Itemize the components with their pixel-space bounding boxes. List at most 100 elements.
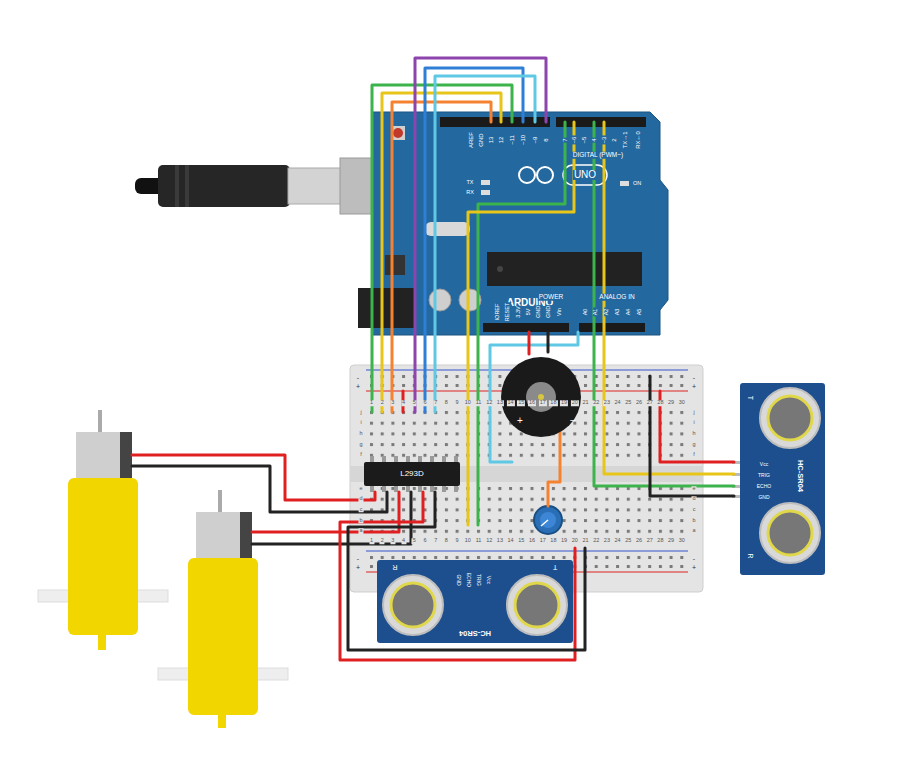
column-number: 3 (390, 538, 395, 544)
column-number: 5 (412, 538, 417, 544)
transducer-mesh (768, 396, 812, 440)
wire (548, 430, 560, 506)
wire (382, 93, 501, 412)
pin-label: AREF (468, 131, 474, 149)
led-label: ON (632, 181, 642, 187)
column-number: 23 (603, 538, 611, 544)
pin-label: Vcc (759, 462, 769, 467)
transducer (383, 575, 443, 635)
pin-label: TRIG (476, 573, 481, 587)
pin-label: ECHO (466, 572, 471, 588)
column-number: 15 (517, 538, 525, 544)
column-number: 10 (464, 538, 472, 544)
pin-label: Vcc (486, 575, 491, 585)
rail-sign: + (355, 383, 361, 390)
row-letter: g (691, 442, 696, 448)
shape-outline (501, 357, 581, 437)
column-number: 15 (517, 400, 525, 406)
pin-label: ~3 (601, 136, 607, 145)
polarity-mark: + (516, 416, 524, 426)
column-number: 13 (496, 538, 504, 544)
transducer-mark: T (747, 395, 754, 401)
column-number: 14 (507, 538, 515, 544)
shape-outline (740, 383, 825, 575)
polarity-mark: − (569, 416, 577, 426)
column-number: 3 (390, 400, 395, 406)
pin-label: A0 (583, 308, 589, 317)
board-model: UNO (573, 170, 597, 180)
row-letter: h (691, 431, 696, 437)
column-number: 29 (667, 538, 675, 544)
row-letter: d (691, 496, 696, 502)
column-number: 30 (678, 538, 686, 544)
piezo-buzzer: +− (501, 357, 581, 437)
pin-label: 3.3V (516, 305, 522, 318)
row-letter: h (358, 431, 363, 437)
column-number: 1 (369, 538, 374, 544)
column-number: 28 (656, 400, 664, 406)
rail-sign: + (355, 564, 361, 571)
transducer (760, 388, 820, 448)
pin-label: A3 (615, 308, 621, 317)
column-number: 10 (464, 400, 472, 406)
wire (547, 332, 550, 352)
pin-label: GND (536, 305, 542, 319)
column-number: 26 (635, 538, 643, 544)
dc-motor (38, 410, 168, 650)
row-letter: i (359, 420, 362, 426)
pin-label: 12 (498, 136, 504, 145)
transducer-mark: R (747, 552, 754, 559)
sensor-name: HC-SR04 (796, 459, 804, 493)
rail-sign: + (691, 383, 697, 390)
transducer-mesh (391, 583, 435, 627)
column-number: 13 (496, 400, 504, 406)
row-letter: e (691, 486, 696, 492)
column-number: 16 (528, 400, 536, 406)
column-number: 24 (614, 538, 622, 544)
row-letter: c (692, 507, 697, 513)
row-letter: f (359, 453, 363, 459)
transducer-mesh (768, 511, 812, 555)
header-title: DIGITAL (PWM~) (572, 152, 624, 159)
column-number: 1 (369, 400, 374, 406)
column-number: 9 (455, 538, 460, 544)
pin-label: ~6 (571, 136, 577, 145)
pin-label: ~5 (581, 136, 587, 145)
header-title: ANALOG IN (598, 294, 635, 301)
pin-label: A4 (626, 308, 632, 317)
transducer-mark: R (391, 564, 398, 571)
wire (660, 391, 734, 462)
row-letter: g (358, 442, 363, 448)
column-number: 25 (624, 400, 632, 406)
column-number: 12 (485, 400, 493, 406)
row-letter: d (358, 496, 363, 502)
column-number: 18 (549, 400, 557, 406)
column-number: 5 (412, 400, 417, 406)
column-number: 27 (646, 538, 654, 544)
column-number: 19 (560, 400, 568, 406)
column-number: 14 (507, 400, 515, 406)
column-number: 17 (539, 400, 547, 406)
transducer-mark: T (552, 564, 558, 571)
row-letter: c (359, 507, 364, 513)
wire (478, 122, 565, 525)
wire (132, 466, 387, 512)
buzzer-center (538, 394, 544, 400)
pin-label: 13 (488, 136, 494, 145)
potentiometer (534, 506, 562, 534)
column-number: 25 (624, 538, 632, 544)
row-letter: a (358, 529, 363, 535)
wire (340, 492, 575, 660)
wire (468, 122, 574, 525)
column-number: 28 (656, 538, 664, 544)
pin-label: ~11 (509, 134, 515, 146)
pin-label: GND (456, 573, 461, 586)
motor-driver-chip: L293D (364, 462, 460, 486)
arduino-board: ARDUINOUNO (372, 112, 660, 336)
chip-name: L293D (399, 470, 425, 478)
pin-label: A5 (637, 308, 643, 317)
column-number: 4 (401, 538, 406, 544)
column-number: 22 (592, 538, 600, 544)
pin-label: 5V (526, 308, 532, 317)
column-number: 27 (646, 400, 654, 406)
